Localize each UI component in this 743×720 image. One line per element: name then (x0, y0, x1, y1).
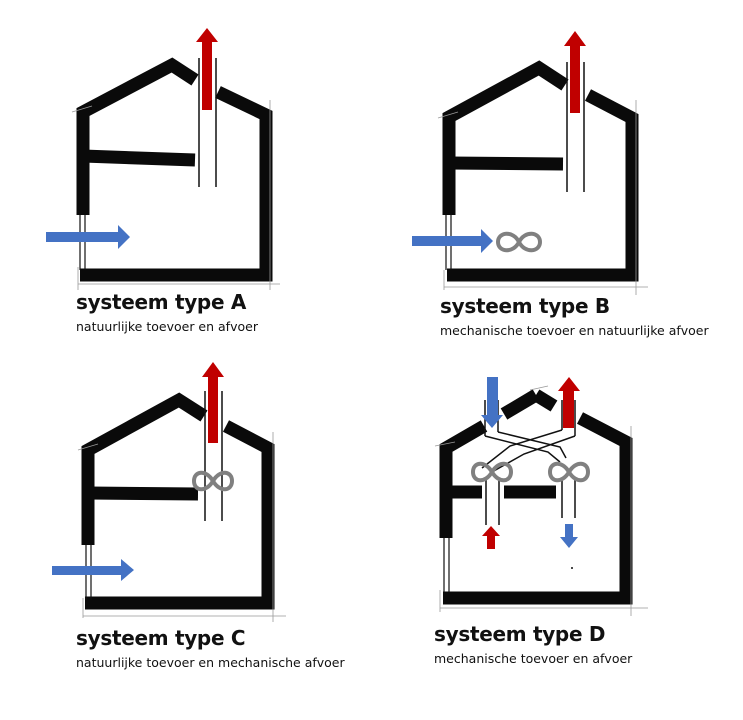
supply-arrow-right (412, 229, 493, 253)
window-frame (443, 538, 450, 592)
dot-mark (571, 567, 573, 569)
panel-system-d: systeem type D mechanische toevoer en af… (370, 350, 743, 720)
exhaust-arrow-up-top (558, 377, 580, 428)
panel-subtitle: natuurlijke toevoer en mechanische afvoe… (76, 655, 345, 670)
panel-title: systeem type C (76, 626, 246, 650)
panel-system-b: systeem type B mechanische toevoer en na… (370, 0, 743, 350)
chimney-duct (198, 58, 217, 187)
exhaust-arrow-up-bottom (482, 526, 500, 549)
house-diagram-b (412, 31, 648, 295)
infinity-fan-icon (470, 461, 514, 483)
house-walls (81, 392, 275, 610)
sketch-lines (434, 385, 648, 616)
supply-arrow-down-top (481, 377, 503, 428)
panel-subtitle: mechanische toevoer en natuurlijke afvoe… (440, 323, 709, 338)
exhaust-arrow-up (196, 28, 218, 110)
house-walls (76, 57, 273, 282)
panel-title: systeem type D (434, 622, 606, 646)
house-diagram-d (434, 377, 648, 616)
house-walls (442, 60, 639, 282)
exhaust-arrow-up (202, 362, 224, 443)
supply-arrow-right (52, 559, 134, 581)
house-walls (439, 389, 633, 605)
infinity-fan-icon (495, 231, 543, 253)
panel-system-c: systeem type C natuurlijke toevoer en me… (0, 350, 370, 720)
infinity-fan-icon (547, 461, 591, 483)
sketch-lines (77, 432, 286, 622)
panel-system-a: systeem type A natuurlijke toevoer en af… (0, 0, 370, 350)
exhaust-arrow-up (564, 31, 586, 113)
window-frame (79, 215, 86, 270)
panel-title: systeem type B (440, 294, 610, 318)
panel-subtitle: mechanische toevoer en afvoer (434, 651, 633, 666)
sketch-lines (71, 100, 280, 290)
panel-subtitle: natuurlijke toevoer en afvoer (76, 319, 258, 334)
chimney-duct (204, 391, 223, 521)
chimney-duct (566, 62, 585, 192)
infinity-fan-icon (191, 470, 235, 492)
panel-title: systeem type A (76, 290, 247, 314)
supply-arrow-down-bottom (560, 524, 578, 548)
sketch-lines (437, 100, 648, 295)
house-diagram-a (46, 28, 280, 290)
supply-arrow-right (46, 225, 130, 249)
house-diagram-c (52, 362, 286, 622)
